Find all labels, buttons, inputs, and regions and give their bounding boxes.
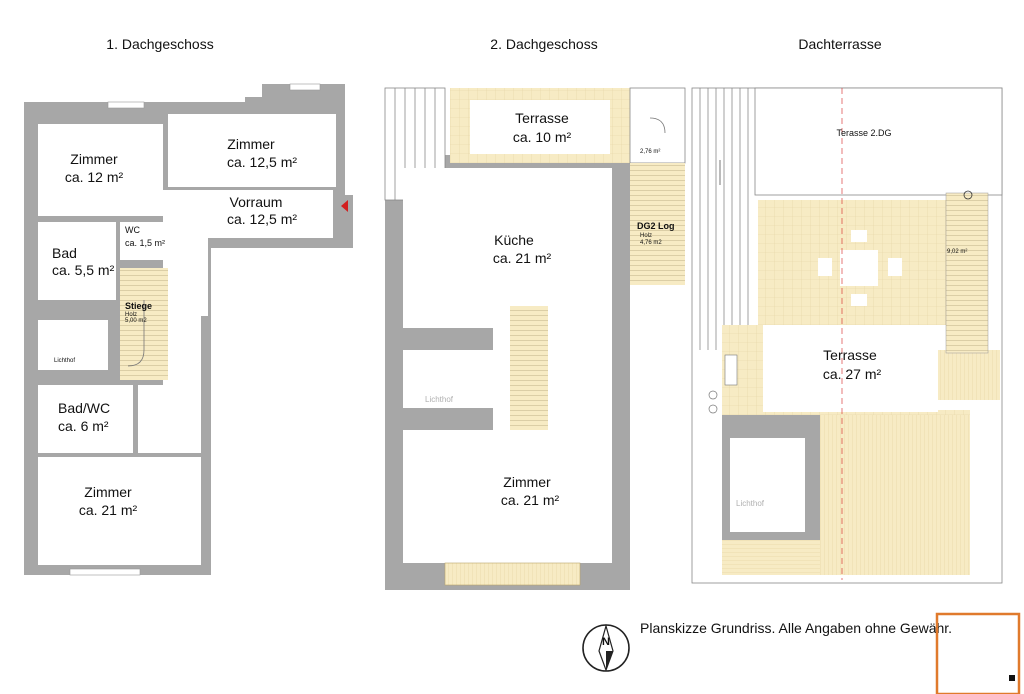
room-zimmer-a [38,124,163,216]
label-lichthof-roof: Lichthof [736,499,765,508]
room-lichthof-2 [403,350,493,408]
label-loggia-sub2: 4,76 m2 [640,240,662,246]
label-zimmer-c-area: ca. 21 m² [79,502,138,518]
title-roof: Dachterrasse [798,36,881,52]
location-marker-dot [1009,675,1015,681]
roof-lichthof [730,438,805,532]
room-zimmer-2 [403,430,612,563]
floor1-plan: Zimmer ca. 12 m² Zimmer ca. 12,5 m² Vorr… [24,83,353,576]
floor2-plan: Terrasse ca. 10 m² 2,76 m² DG2 Log Holz … [384,87,686,590]
title-floor2: 2. Dachgeschoss [490,36,597,52]
location-marker-box [935,612,1021,694]
label-zimmer-b-name: Zimmer [227,136,275,152]
compass-letter: N [602,636,610,648]
title-floor1: 1. Dachgeschoss [106,36,213,52]
label-zimmer-2-area: ca. 21 m² [501,492,560,508]
label-lichthof-1: Lichthof [54,358,75,364]
label-terrasse-2-name: Terrasse [515,110,569,126]
room-corridor [163,216,208,316]
label-kueche-area: ca. 21 m² [493,250,552,266]
balcony-floor2 [444,562,581,586]
label-zimmer-a-area: ca. 12 m² [65,169,124,185]
label-vorraum-area: ca. 12,5 m² [227,211,297,227]
label-bad-name: Bad [52,245,77,261]
label-loggia-sub1: Holz [640,233,652,239]
label-badwc-area: ca. 6 m² [58,418,109,434]
room-wc [120,222,163,260]
room-badwc [38,385,133,453]
room-zimmer-c [38,457,201,565]
label-bad-area: ca. 5,5 m² [52,262,115,278]
label-terrasse-2-area: ca. 10 m² [513,129,572,145]
room-flur-b [163,316,201,386]
label-lichthof-2: Lichthof [425,395,454,404]
roof-terrasse-label-box [763,325,938,412]
label-loggia-name: DG2 Log [637,221,675,231]
label-stiege-name: Stiege [125,301,152,311]
label-zimmer-c-name: Zimmer [84,484,132,500]
label-stiege-sub1: Holz [125,312,137,318]
label-badwc-name: Bad/WC [58,400,110,416]
label-zimmer-a-name: Zimmer [70,151,118,167]
room-bad [38,222,116,300]
label-stiege-sub2: 5,00 m2 [125,318,147,324]
label-area-small: 2,76 m² [640,149,660,155]
compass-icon: N [582,623,630,672]
roof-terrasse-2dg [754,87,1003,196]
label-wc-name: WC [125,225,140,235]
roof-deck-planks [820,415,970,575]
terrace-floor2-label-box [470,100,610,154]
label-terrasse-roof-name: Terrasse [823,347,877,363]
room-zimmer-b [168,114,336,187]
disclaimer-note: Planskizze Grundriss. Alle Angaben ohne … [640,620,952,636]
stair-loggia [630,163,685,285]
label-wc-area: ca. 1,5 m² [125,238,165,248]
stair-roof [945,192,989,354]
label-zimmer-2-name: Zimmer [503,474,551,490]
table-icon [818,230,902,306]
room-flur [138,385,201,453]
stair-floor2 [510,306,548,430]
label-kueche-name: Küche [494,232,534,248]
label-terrasse-roof-area: ca. 27 m² [823,366,882,382]
roof-deck-right [938,350,1000,400]
label-vorraum-name: Vorraum [230,194,283,210]
label-stair-area: 9,02 m² [947,249,967,255]
roof-plan: Terasse 2.DG Terrasse ca. 27 m² 9,02 m² … [691,87,1003,584]
roof-deck-planks-bottom [722,540,820,575]
entry-marker-icon [341,200,348,212]
label-zimmer-b-area: ca. 12,5 m² [227,154,297,170]
label-terrasse-2dg: Terasse 2.DG [836,128,891,138]
room-lichthof [38,320,108,370]
